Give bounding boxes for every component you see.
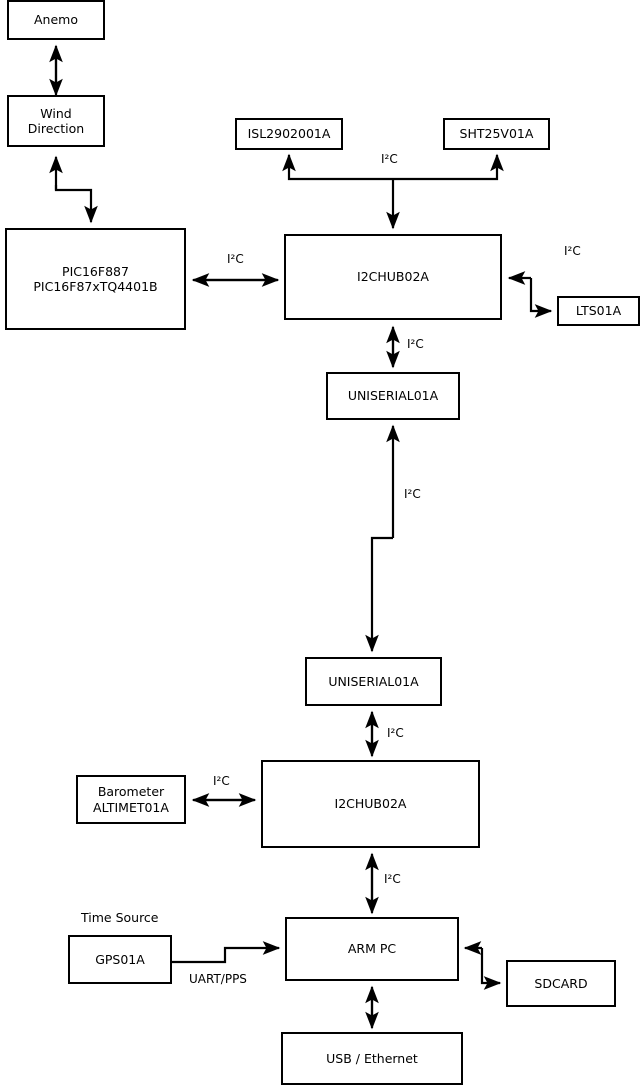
node-uniserial01a-bottom-label: UNISERIAL01A bbox=[328, 673, 419, 689]
edge-label-isl-sht-bus: I²C bbox=[381, 152, 398, 166]
edge-label-uniserial-link: I²C bbox=[404, 487, 421, 501]
node-anemo[interactable]: Anemo bbox=[7, 0, 105, 40]
node-gps01a[interactable]: GPS01A bbox=[68, 935, 172, 984]
node-uniserial01a-top[interactable]: UNISERIAL01A bbox=[326, 372, 460, 420]
node-pic-mcu[interactable]: PIC16F887 PIC16F87xTQ4401B bbox=[5, 228, 186, 330]
edge-label-uniserialbot-hubbot: I²C bbox=[387, 726, 404, 740]
node-sht25v01a-label: SHT25V01A bbox=[459, 126, 534, 142]
node-i2chub02a-top-label: I2CHUB02A bbox=[357, 269, 429, 285]
connector-uniserial-link bbox=[365, 424, 400, 653]
connector-armpc-sdcard bbox=[463, 941, 502, 990]
node-pic-mcu-label: PIC16F887 PIC16F87xTQ4401B bbox=[33, 263, 158, 294]
edge-label-pic-hubtop: I²C bbox=[227, 252, 244, 266]
node-lts01a[interactable]: LTS01A bbox=[557, 296, 640, 326]
connector-hubtop-lts bbox=[507, 271, 553, 318]
edge-label-barometer-hubbot: I²C bbox=[213, 774, 230, 788]
edge-label-hubtop-lts: I²C bbox=[564, 244, 581, 258]
node-wind-direction-label: Wind Direction bbox=[27, 105, 85, 136]
node-sdcard-label: SDCARD bbox=[534, 975, 588, 991]
node-i2chub02a-bottom-label: I2CHUB02A bbox=[334, 796, 407, 812]
node-gps01a-label: GPS01A bbox=[95, 951, 145, 967]
node-uniserial01a-bottom[interactable]: UNISERIAL01A bbox=[305, 657, 442, 706]
node-isl2902001a[interactable]: ISL2902001A bbox=[235, 118, 343, 150]
node-arm-pc-label: ARM PC bbox=[347, 941, 397, 957]
label-time-source: Time Source bbox=[81, 910, 159, 925]
connector-wind-pic bbox=[49, 155, 98, 224]
node-i2chub02a-top[interactable]: I2CHUB02A bbox=[284, 234, 502, 320]
node-arm-pc[interactable]: ARM PC bbox=[285, 917, 459, 981]
node-anemo-label: Anemo bbox=[34, 12, 78, 28]
node-wind-direction[interactable]: Wind Direction bbox=[7, 95, 105, 147]
node-sdcard[interactable]: SDCARD bbox=[506, 960, 616, 1007]
node-lts01a-label: LTS01A bbox=[575, 303, 622, 319]
connector-gps-armpc bbox=[172, 941, 281, 964]
node-usb-ethernet[interactable]: USB / Ethernet bbox=[281, 1032, 463, 1085]
node-isl2902001a-label: ISL2902001A bbox=[247, 126, 331, 142]
node-barometer-altimet01a-label: Barometer ALTIMET01A bbox=[93, 784, 169, 815]
edge-label-gps-armpc: UART/PPS bbox=[189, 972, 247, 986]
node-usb-ethernet-label: USB / Ethernet bbox=[326, 1050, 418, 1066]
edge-label-hubtop-uniserial: I²C bbox=[407, 337, 424, 351]
node-uniserial01a-top-label: UNISERIAL01A bbox=[347, 388, 439, 404]
node-i2chub02a-bottom[interactable]: I2CHUB02A bbox=[261, 760, 480, 848]
edge-label-hubbot-armpc: I²C bbox=[384, 872, 401, 886]
node-barometer-altimet01a[interactable]: Barometer ALTIMET01A bbox=[76, 775, 186, 824]
node-sht25v01a[interactable]: SHT25V01A bbox=[443, 118, 550, 150]
connector-hubtop-sensorbus bbox=[282, 153, 504, 230]
